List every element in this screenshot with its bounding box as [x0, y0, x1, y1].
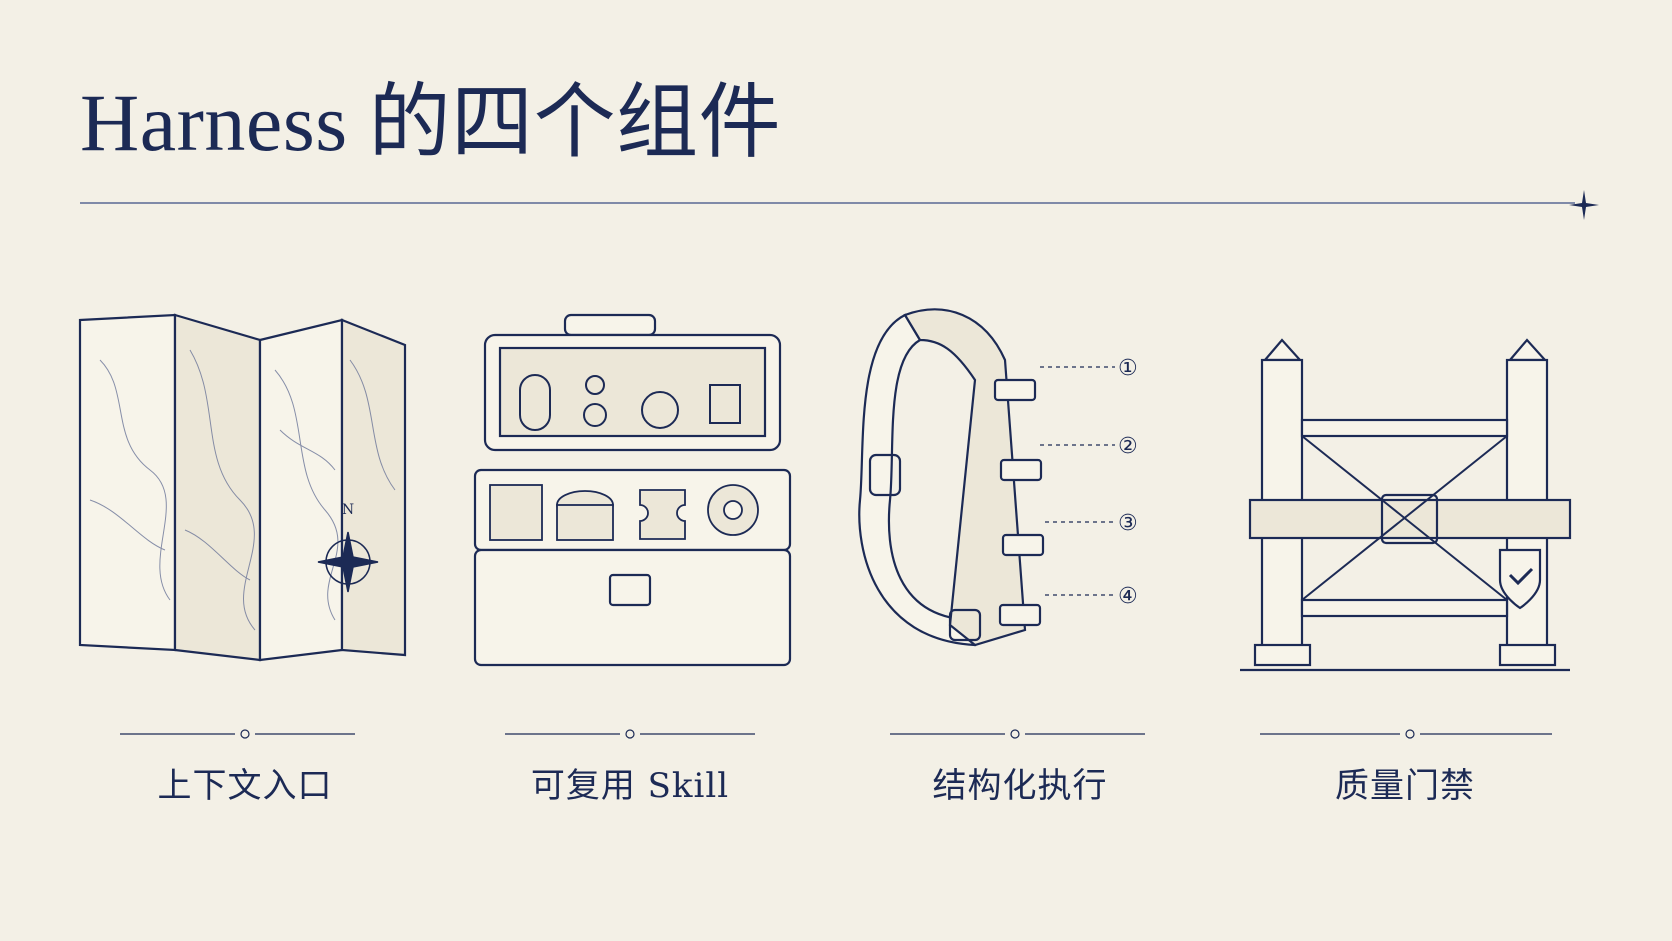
page-title: Harness 的四个组件 — [80, 77, 782, 168]
component-card-quality: 质量门禁 — [1240, 300, 1572, 820]
step-marker-3: ③ — [1118, 511, 1138, 536]
label-divider — [890, 729, 1145, 739]
component-label: 结构化执行 — [932, 766, 1108, 806]
quality-gate-icon — [1240, 338, 1572, 672]
component-label: 上下文入口 — [157, 766, 333, 806]
component-card-skill: 可复用 Skill — [465, 300, 795, 820]
component-card-context: N 上下文入口 — [78, 300, 410, 820]
harness-belt-icon: ① ② ③ ④ — [858, 308, 1138, 647]
component-card-execution: ① ② ③ ④ 结构化执行 — [855, 300, 1185, 820]
label-divider — [505, 729, 755, 739]
step-marker-2: ② — [1118, 434, 1138, 459]
label-divider — [120, 729, 355, 739]
compass-rose-icon — [317, 531, 379, 593]
component-label: 质量门禁 — [1335, 766, 1475, 806]
title-rule — [80, 202, 1575, 204]
step-marker-1: ① — [1118, 356, 1138, 381]
step-marker-4: ④ — [1118, 584, 1138, 609]
compass-north-letter: N — [342, 502, 354, 518]
component-label: 可复用 Skill — [530, 766, 730, 806]
sparkle-icon — [1569, 190, 1599, 220]
folded-map-icon: N — [78, 313, 407, 662]
toolbox-icon — [473, 313, 792, 667]
label-divider — [1260, 729, 1552, 739]
